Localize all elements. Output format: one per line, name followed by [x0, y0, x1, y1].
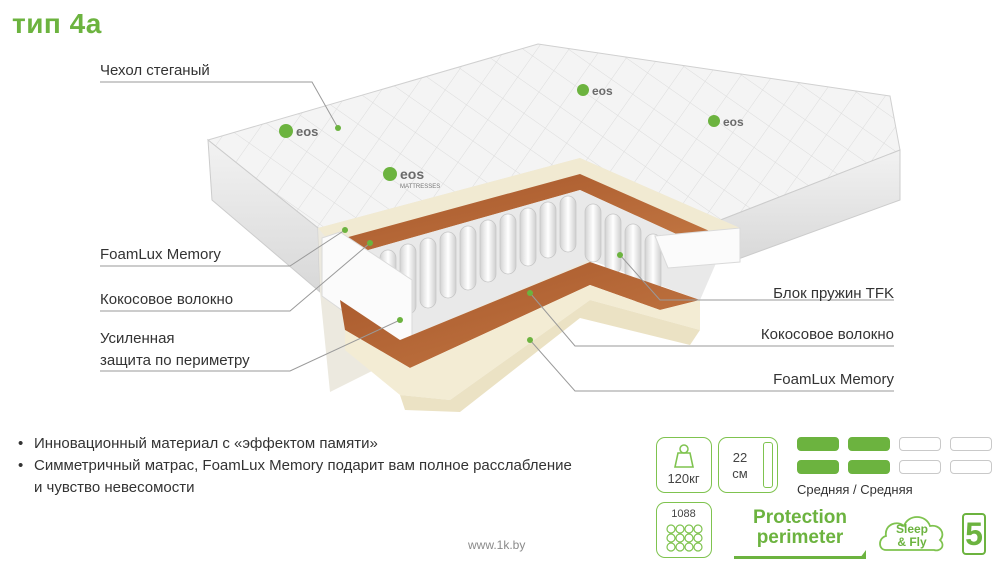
springs-icon: 1088 [656, 502, 712, 558]
weight-icon: 120кг [656, 437, 712, 493]
sleep-fly-icon: Sleep & Fly [876, 508, 948, 558]
label-springs: Блок пружин TFK [773, 285, 894, 302]
label-cover: Чехол стеганый [100, 62, 210, 79]
watermark: www.1k.by [468, 538, 526, 552]
warranty-icon: 5 [962, 513, 986, 555]
svg-text:MATTRESSES: MATTRESSES [400, 184, 440, 190]
feature-list: •Инновационный материал с «эффектом памя… [14, 433, 574, 499]
label-foam-top: FoamLux Memory [100, 246, 221, 263]
protection-line2: perimeter [756, 527, 844, 548]
height-value: 22 [732, 450, 748, 465]
label-perimeter-line2: защита по периметру [100, 352, 250, 369]
height-icon: 22 см [718, 437, 778, 493]
label-coconut-bottom: Кокосовое волокно [760, 326, 894, 343]
label-coconut-top: Кокосовое волокно [100, 291, 234, 308]
svg-text:eos: eos [723, 115, 744, 129]
mattress-illustration: eos eos MATTRESSES eos eos [100, 43, 901, 412]
svg-text:eos: eos [400, 166, 424, 182]
firmness-label: Средняя / Средняя [797, 482, 913, 497]
springs-count: 1088 [671, 508, 696, 520]
callout-lines [100, 81, 894, 392]
firmness-bottom-cell [797, 460, 839, 474]
label-foam-bottom: FoamLux Memory [773, 371, 894, 388]
protection-underline [734, 550, 866, 559]
firmness-top-cell [848, 437, 890, 451]
firmness-top-cell [899, 437, 941, 451]
sleep-line1: Sleep [895, 522, 928, 536]
page-title: тип 4а [12, 8, 102, 39]
svg-text:eos: eos [296, 124, 318, 139]
list-item: •Симметричный матрас, FoamLux Memory под… [18, 457, 572, 496]
svg-text:eos: eos [592, 84, 613, 98]
protection-line1: Protection [753, 507, 847, 528]
firmness-bottom-cell [950, 460, 992, 474]
brand-logo: eos eos MATTRESSES eos eos [279, 84, 744, 190]
label-perimeter-line1: Усиленная [100, 330, 175, 347]
firmness-top-cell [797, 437, 839, 451]
firmness-bottom-cell [899, 460, 941, 474]
firmness-bottom-cell [848, 460, 890, 474]
max-weight-value: 120кг [667, 471, 700, 486]
protection-perimeter-icon: Protection perimeter [734, 508, 866, 548]
firmness-top-cell [950, 437, 992, 451]
sleep-line2: & Fly [897, 535, 927, 549]
height-unit: см [732, 466, 748, 481]
list-item: •Инновационный материал с «эффектом памя… [18, 435, 378, 452]
